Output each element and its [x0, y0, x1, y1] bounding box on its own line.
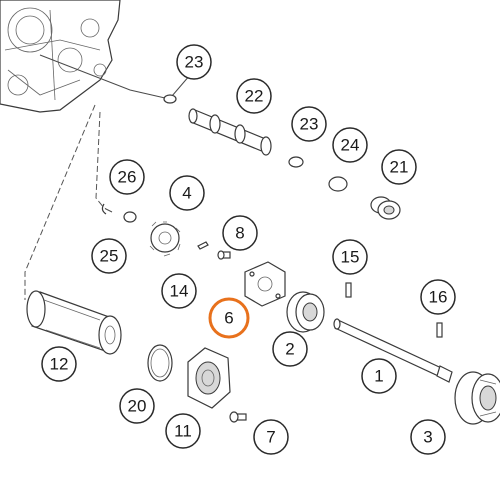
callout-3[interactable]: 3 — [410, 419, 446, 455]
screw-7 — [229, 411, 247, 423]
callout-14[interactable]: 14 — [161, 273, 197, 309]
svg-text:22: 22 — [245, 87, 264, 106]
ring-24 — [328, 176, 348, 192]
callout-11[interactable]: 11 — [165, 413, 201, 449]
callout-22[interactable]: 22 — [236, 78, 272, 114]
svg-text:1: 1 — [374, 367, 383, 386]
leader-lines — [39, 54, 191, 99]
callout-8[interactable]: 8 — [222, 215, 258, 251]
svg-text:3: 3 — [423, 428, 432, 447]
svg-text:15: 15 — [341, 248, 360, 267]
svg-text:12: 12 — [50, 355, 69, 374]
dashed-oil-path — [24, 104, 105, 300]
balancer-shaft-22 — [188, 108, 272, 156]
oil-pump-gear-4 — [149, 221, 181, 257]
screw-8 — [217, 250, 231, 260]
svg-text:11: 11 — [174, 422, 192, 441]
svg-text:26: 26 — [118, 168, 137, 187]
callout-15[interactable]: 15 — [332, 239, 368, 275]
oil-filter-12 — [26, 290, 122, 355]
engine-case — [0, 0, 121, 113]
bushing-21 — [370, 196, 401, 220]
dowel-15 — [345, 282, 352, 298]
svg-text:7: 7 — [266, 428, 275, 447]
pump-rotor-2 — [286, 291, 325, 333]
svg-text:24: 24 — [341, 136, 360, 155]
o-ring-23-top — [163, 94, 177, 104]
dowel-16 — [436, 322, 443, 338]
callout-2[interactable]: 2 — [272, 331, 308, 367]
svg-text:2: 2 — [285, 340, 294, 359]
callout-16[interactable]: 16 — [420, 279, 456, 315]
filter-cover-11 — [187, 347, 231, 409]
svg-text:16: 16 — [429, 288, 448, 307]
o-ring-20 — [147, 344, 173, 382]
svg-text:23: 23 — [185, 53, 204, 72]
callout-21[interactable]: 21 — [381, 149, 417, 185]
svg-text:14: 14 — [170, 282, 189, 301]
pump-cover-6 — [244, 261, 286, 307]
o-ring-23-mid — [288, 156, 304, 168]
callout-25[interactable]: 25 — [91, 238, 127, 274]
svg-text:25: 25 — [100, 247, 119, 266]
callout-4[interactable]: 4 — [169, 175, 205, 211]
pump-shaft-1 — [333, 318, 453, 383]
callout-12[interactable]: 12 — [41, 346, 77, 382]
svg-text:8: 8 — [235, 224, 244, 243]
pump-assembly-3 — [454, 371, 500, 425]
callout-23b[interactable]: 23 — [291, 106, 327, 142]
callout-6[interactable]: 6 — [208, 297, 250, 339]
callout-20[interactable]: 20 — [119, 388, 155, 424]
callout-7[interactable]: 7 — [253, 419, 289, 455]
svg-text:20: 20 — [128, 397, 147, 416]
callout-1[interactable]: 1 — [361, 358, 397, 394]
callout-23a[interactable]: 23 — [176, 44, 212, 80]
pin-25 — [197, 241, 209, 250]
svg-text:4: 4 — [182, 184, 191, 203]
svg-text:23: 23 — [300, 115, 319, 134]
circlip-26 — [101, 203, 137, 223]
callout-26[interactable]: 26 — [109, 159, 145, 195]
svg-text:6: 6 — [224, 309, 233, 328]
svg-text:21: 21 — [390, 158, 409, 177]
callout-24[interactable]: 24 — [332, 127, 368, 163]
